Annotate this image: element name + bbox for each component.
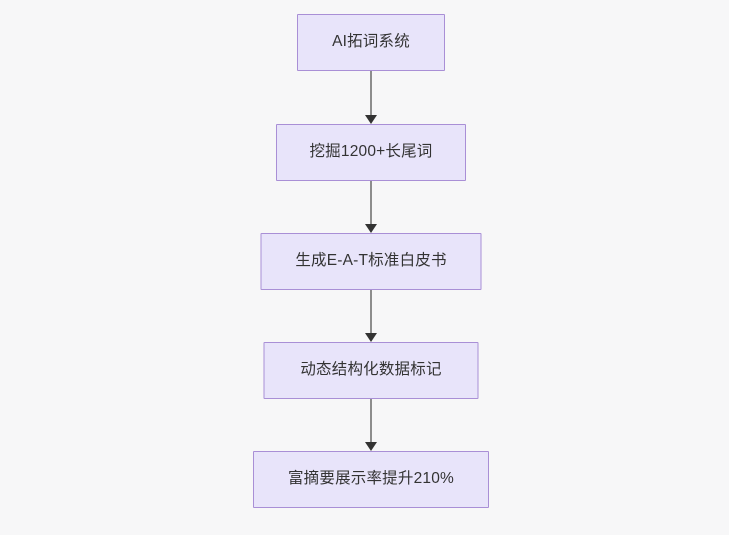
arrowhead-icon (365, 442, 377, 451)
flow-node-dynamic-structured-data-markup[interactable]: 动态结构化数据标记 (263, 342, 479, 399)
flow-node-generate-eat-whitepaper[interactable]: 生成E-A-T标准白皮书 (260, 233, 482, 290)
flow-edge (364, 290, 378, 342)
flow-edge (364, 181, 378, 233)
edge-line (370, 290, 372, 333)
arrowhead-icon (365, 115, 377, 124)
flow-node-label: 生成E-A-T标准白皮书 (295, 252, 447, 270)
flow-edge (364, 399, 378, 451)
edge-line (370, 181, 372, 224)
flow-node-label: 挖掘1200+长尾词 (309, 143, 433, 161)
flow-node-label: 动态结构化数据标记 (300, 361, 442, 379)
edge-line (370, 71, 372, 115)
arrowhead-icon (365, 333, 377, 342)
flow-edge (364, 71, 378, 124)
flow-node-mine-longtail-keywords[interactable]: 挖掘1200+长尾词 (276, 124, 466, 181)
flow-node-label: AI拓词系统 (332, 33, 410, 51)
flow-node-label: 富摘要展示率提升210% (287, 470, 455, 488)
arrowhead-icon (365, 224, 377, 233)
edge-line (370, 399, 372, 442)
flow-node-rich-snippet-impression-lift[interactable]: 富摘要展示率提升210% (253, 451, 489, 508)
flow-node-ai-keyword-system[interactable]: AI拓词系统 (297, 14, 445, 71)
